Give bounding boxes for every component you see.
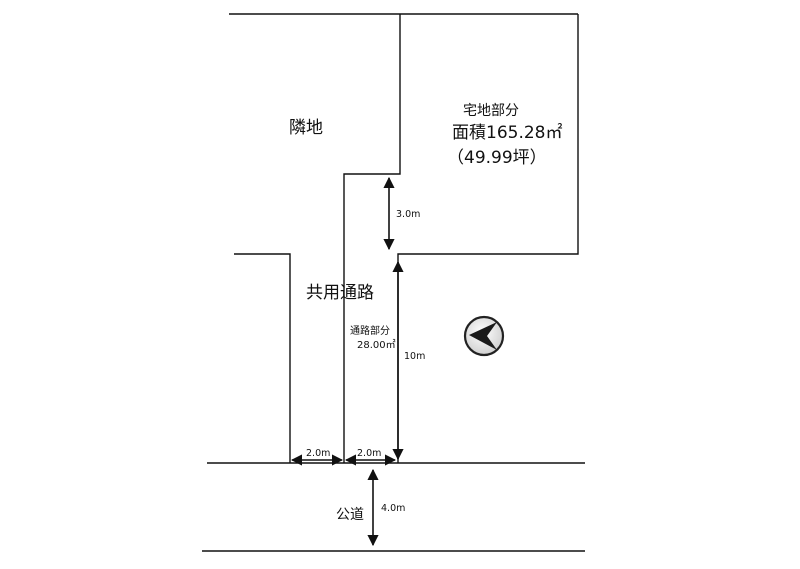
public-road-label: 公道 — [336, 507, 364, 523]
neighbor-boundary-line — [343, 14, 401, 463]
road-part-area: 28.00㎡ — [357, 340, 396, 351]
residential-boundary-line — [397, 14, 579, 463]
residential-title: 宅地部分 — [463, 103, 519, 119]
width-right-label: 2.0m — [357, 448, 382, 459]
shared-road-label: 共用通路 — [306, 283, 374, 303]
path-length-label: 10m — [404, 351, 426, 362]
north-arrow-icon — [463, 315, 505, 357]
gap-height-label: 3.0m — [396, 209, 421, 220]
residential-tsubo: （49.99坪） — [447, 148, 547, 168]
left-neighbor-line — [234, 253, 291, 463]
road-width-label: 4.0m — [381, 503, 406, 514]
residential-area: 面積165.28㎡ — [452, 123, 563, 143]
neighbor-label: 隣地 — [289, 118, 323, 138]
width-left-label: 2.0m — [306, 448, 331, 459]
road-part-title: 通路部分 — [350, 326, 390, 337]
